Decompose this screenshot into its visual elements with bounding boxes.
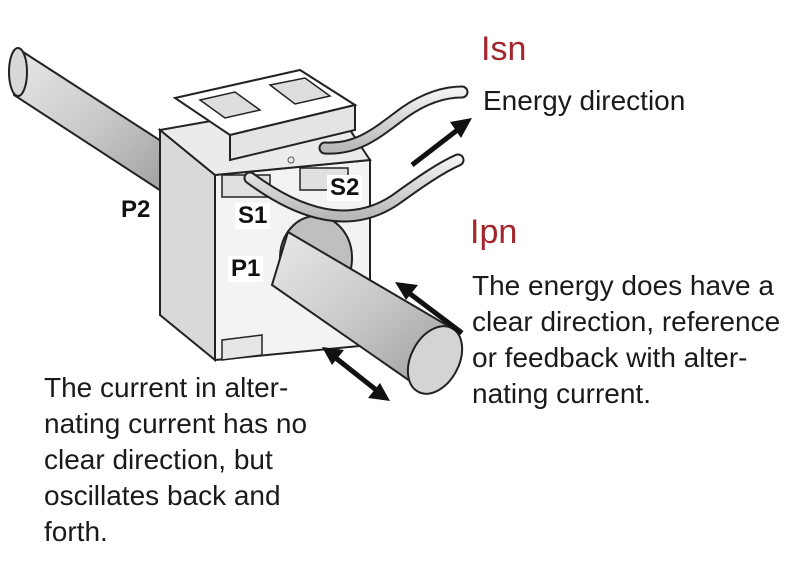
terminal-s1-label: S1 — [235, 203, 271, 229]
ac-description: The current in alter- nating current has… — [44, 370, 307, 550]
ac-description-line: The current in alter- — [44, 372, 289, 403]
ac-oscillation-arrow — [322, 347, 390, 401]
ac-description-line: clear direction, but — [44, 444, 273, 475]
secondary-description: Energy direction — [483, 85, 686, 116]
primary-heading: Ipn — [470, 213, 518, 251]
ac-description-line: oscillates back and — [44, 480, 281, 511]
primary-direction-arrow — [395, 282, 464, 335]
terminal-p2-label: P2 — [118, 197, 154, 223]
secondary-wires — [243, 85, 469, 223]
primary-description: The energy does have a clear direction, … — [472, 268, 780, 412]
primary-description-line: The energy does have a — [472, 270, 774, 301]
primary-conductor-front — [270, 230, 464, 395]
terminal-s2-label: S2 — [327, 175, 363, 201]
ac-description-line: forth. — [44, 516, 108, 547]
energy-direction-arrow — [410, 118, 472, 167]
primary-conductor-back — [8, 47, 176, 202]
primary-description-line: clear direction, reference — [472, 306, 781, 337]
primary-description-line: nating current. — [472, 378, 651, 409]
ac-description-line: nating current has no — [44, 408, 308, 439]
primary-description-line: or feedback with alter- — [472, 342, 748, 373]
terminal-p1-label: P1 — [228, 256, 264, 282]
secondary-heading: Isn — [481, 30, 527, 68]
